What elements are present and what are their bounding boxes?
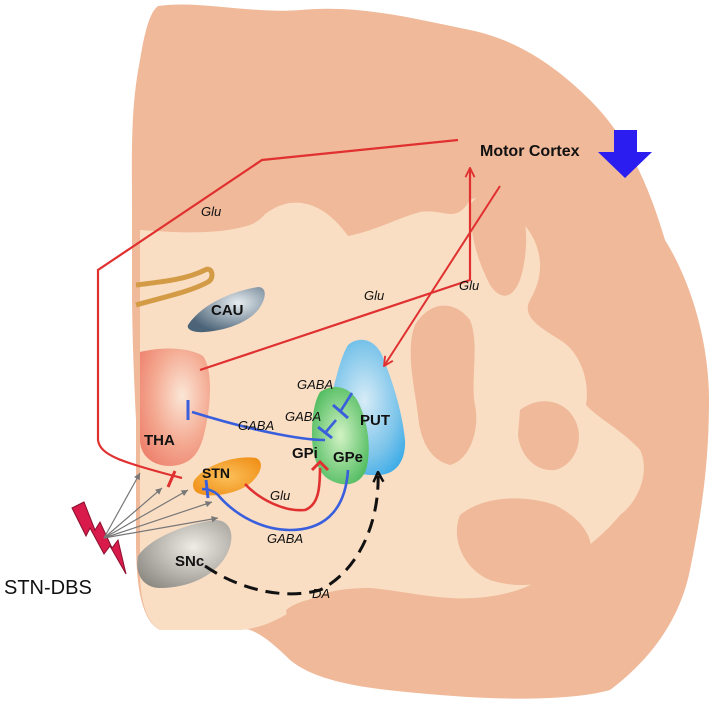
excitatory-terminal <box>310 459 330 472</box>
put-label: PUT <box>360 412 390 429</box>
pathway-gaba-put-to-gpi <box>324 419 337 434</box>
pathway-gaba-gpi-to-tha <box>191 410 326 442</box>
pathway-label-glu: Glu <box>459 278 479 293</box>
motor-cortex-label: Motor Cortex <box>480 143 580 160</box>
stn-label: STN <box>202 465 230 481</box>
inhibitory-terminal <box>317 425 333 440</box>
pathway-label-gaba: GABA <box>238 418 274 433</box>
lateral-ventricle <box>135 266 215 308</box>
down-arrow-icon <box>598 130 652 178</box>
gyrus-fold <box>140 153 272 233</box>
pathway-label-glu: Glu <box>201 204 221 219</box>
inhibitory-terminal <box>332 403 349 420</box>
pathway-gaba-gpe-to-stn <box>201 469 350 532</box>
subthalamic-nucleus <box>193 457 261 496</box>
dbs-stimulation-arrows <box>103 472 219 539</box>
cau-label: CAU <box>211 302 244 319</box>
pathway-glu-stn-to-gpi <box>244 467 322 512</box>
pathway-glu-cortex-to-stn <box>96 138 459 480</box>
caudate-nucleus <box>187 287 265 333</box>
stn-dbs-label: STN-DBS <box>4 577 92 599</box>
pathway-glu-cortex-to-put <box>384 185 501 366</box>
pathway-label-da: DA <box>312 586 330 601</box>
tha-label: THA <box>144 432 175 449</box>
pathway-label-gaba: GABA <box>267 531 303 546</box>
inhibitory-terminal <box>204 479 210 499</box>
pathway-label-glu: Glu <box>270 488 290 503</box>
pathway-label-gaba: GABA <box>285 409 321 424</box>
pathway-gaba-put-to-gpe <box>338 392 354 413</box>
lightning-bolt-icon <box>71 501 127 575</box>
gyrus-fold <box>456 498 591 585</box>
thalamus <box>140 348 211 466</box>
pathway-label-glu: Glu <box>364 288 384 303</box>
pathway-glu-tha-to-cortex <box>199 168 470 372</box>
snc-label: SNc <box>175 553 204 570</box>
pathway-da-snc-to-put <box>204 472 378 596</box>
substantia-nigra-compacta <box>137 520 232 588</box>
gpi-label: GPi <box>292 445 318 462</box>
gyrus-fold <box>470 190 527 296</box>
gyrus-fold <box>518 401 579 471</box>
inhibitory-terminal <box>166 470 177 488</box>
globus-pallidus <box>312 386 369 485</box>
gpe-label: GPe <box>333 449 363 466</box>
pathway-label-gaba: GABA <box>297 377 333 392</box>
gyrus-fold <box>560 291 633 366</box>
gyrus-fold <box>410 305 477 465</box>
gyrus-fold <box>286 597 369 667</box>
